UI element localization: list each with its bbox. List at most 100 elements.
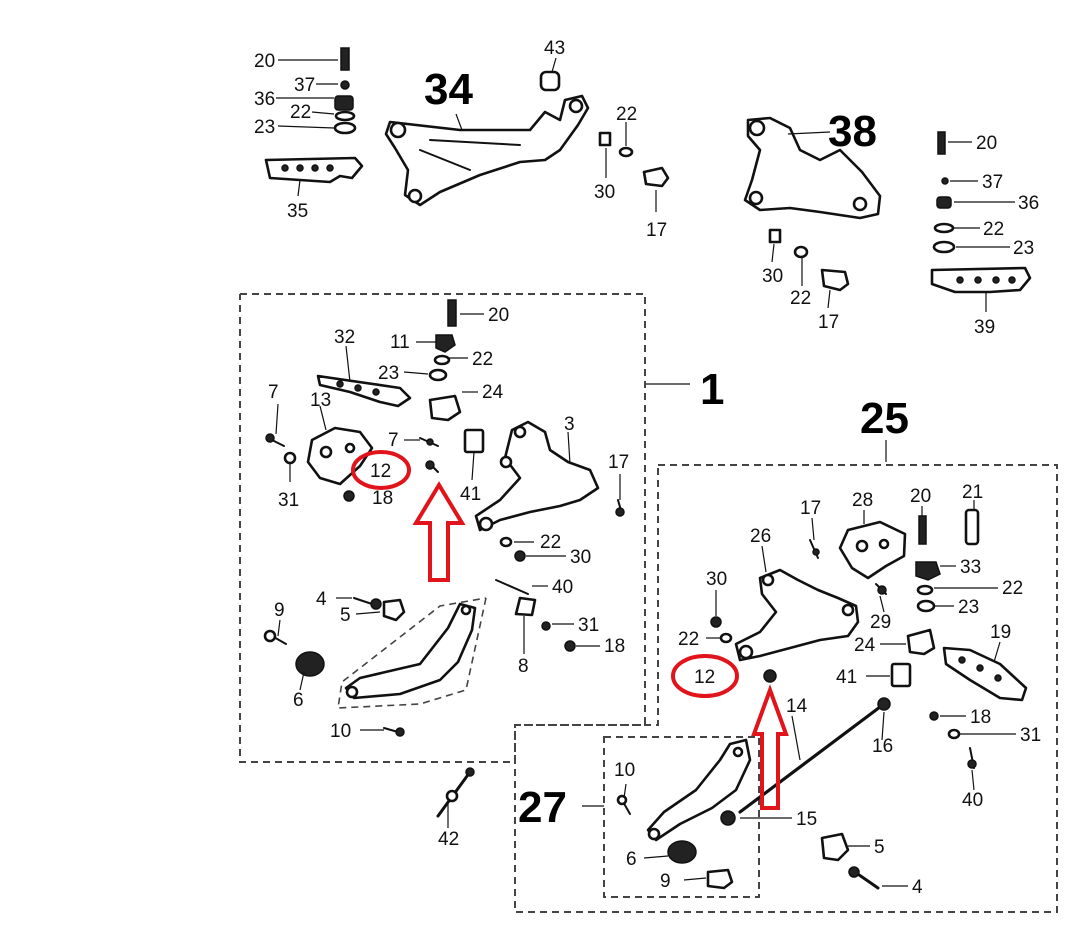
assembly-labels: 34 38 1 25 27: [424, 65, 909, 832]
label-24: 24: [482, 382, 504, 403]
label-36: 36: [1018, 193, 1039, 214]
part-10-screw-a27: [616, 794, 631, 815]
part-17-bolt-a25: [809, 539, 820, 559]
part-39-footpeg: [930, 266, 1032, 294]
label-35: 35: [287, 201, 308, 222]
label-11: 11: [390, 332, 410, 353]
part-6-9-a1: [263, 629, 325, 677]
label-17: 17: [800, 498, 821, 519]
label-23: 23: [254, 117, 275, 138]
red-arrow-a25: [751, 684, 789, 810]
label-37: 37: [982, 172, 1003, 193]
part-41-block-a1: [463, 428, 485, 454]
label-19: 19: [990, 622, 1011, 643]
part-38-bracket: [743, 116, 882, 220]
parts-4-5-a1: [353, 597, 406, 622]
part-6-a27: [667, 840, 697, 864]
label-18: 18: [970, 707, 991, 728]
label-17: 17: [646, 220, 667, 241]
label-20: 20: [910, 486, 931, 507]
highlight-12-a1: [351, 450, 411, 490]
label-40: 40: [962, 790, 983, 811]
red-arrow-a1: [412, 481, 466, 582]
part-17-bolt-a1: [615, 499, 625, 517]
part-33-bracket: [915, 561, 941, 581]
label-16: 16: [872, 736, 893, 757]
part-21-pin: [964, 508, 980, 546]
label-9: 9: [660, 871, 671, 892]
label-32: 32: [334, 327, 355, 348]
part-35-footpeg: [264, 156, 364, 184]
label-22: 22: [540, 532, 561, 553]
label-22: 22: [1002, 578, 1023, 599]
label-13: 13: [310, 390, 331, 411]
part-29-screw: [875, 583, 887, 595]
label-3: 3: [564, 414, 575, 435]
label-42: 42: [438, 829, 459, 850]
label-18: 18: [372, 488, 393, 509]
label-6: 6: [293, 690, 304, 711]
label-40: 40: [552, 577, 573, 598]
part-30-nut-a25: [710, 616, 722, 628]
label-10: 10: [614, 760, 635, 781]
washers-a1: [428, 354, 451, 382]
assembly-27-label: 27: [518, 783, 567, 832]
label-10: 10: [330, 721, 351, 742]
label-9: 9: [274, 600, 285, 621]
part-13-heelguard: [306, 426, 374, 486]
label-30: 30: [762, 266, 783, 287]
part-9-a27: [706, 868, 734, 890]
part-27-lever: [646, 738, 752, 842]
label-5: 5: [340, 605, 351, 626]
label-17: 17: [818, 312, 839, 333]
part-22-washer-a25: [719, 632, 733, 644]
small-parts-38: [768, 228, 850, 292]
label-23: 23: [958, 597, 979, 618]
label-5: 5: [874, 837, 885, 858]
label-14: 14: [786, 696, 808, 717]
label-23: 23: [378, 363, 399, 384]
label-15: 15: [796, 809, 817, 830]
label-29: 29: [870, 612, 891, 633]
part-3-bracket: [474, 420, 600, 532]
label-24: 24: [854, 635, 876, 656]
washers-a25: [916, 584, 936, 613]
part-26-bracket: [734, 568, 860, 662]
part-2-lever-dashed: [337, 597, 487, 709]
label-41: 41: [460, 484, 481, 505]
label-22: 22: [616, 104, 637, 125]
leader-lines: [275, 57, 1016, 887]
label-7: 7: [388, 430, 399, 451]
part-24-holder-a1: [428, 394, 462, 422]
assembly-38-label: 38: [828, 107, 877, 156]
part-11-bracket: [435, 334, 456, 353]
label-33: 33: [960, 557, 981, 578]
label-20: 20: [488, 305, 509, 326]
part-41-block-a25: [890, 662, 912, 688]
label-17: 17: [608, 452, 629, 473]
assembly-1-label: 1: [700, 365, 724, 414]
part-20-bolt-a25: [918, 515, 927, 545]
assembly-27-box: [603, 736, 760, 898]
part-28-heelguard: [838, 520, 907, 580]
label-22: 22: [983, 219, 1004, 240]
part-34-bracket: [384, 94, 590, 207]
small-parts-top-mid: [598, 131, 670, 188]
part-10-screw-a1: [383, 727, 405, 737]
part-43-bushing: [539, 70, 561, 92]
label-31: 31: [578, 615, 599, 636]
label-20: 20: [976, 133, 997, 154]
screws-a1: [265, 433, 439, 502]
label-22: 22: [678, 629, 699, 650]
label-37: 37: [294, 75, 315, 96]
small-parts-a1-mid: [495, 536, 576, 652]
label-26: 26: [750, 526, 771, 547]
part-15-nut: [720, 810, 736, 826]
label-31: 31: [278, 490, 299, 511]
part-19-footpeg: [942, 646, 1028, 702]
label-22: 22: [472, 349, 493, 370]
small-parts-a25-right: [929, 711, 977, 769]
part-4-a25: [848, 866, 880, 890]
highlight-label-12-a25: 12: [694, 667, 715, 688]
